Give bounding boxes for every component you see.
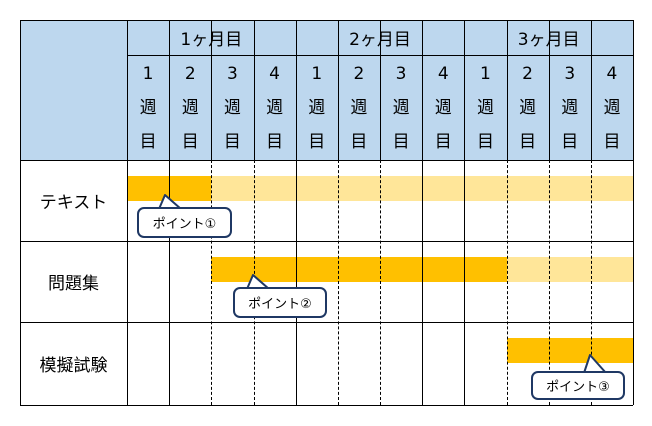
week-header-text: 2: [522, 63, 533, 84]
week-header-text: 3: [564, 63, 576, 84]
grid-line: [590, 160, 592, 405]
week-header-text: 週: [519, 97, 537, 118]
week-header-text: 2: [184, 63, 196, 84]
week-header: 4 週目: [422, 55, 464, 160]
grid-line: [633, 160, 635, 405]
week-header-text: 週: [392, 97, 410, 118]
week-header-text: 目: [139, 131, 157, 152]
week-header: 4 週目: [591, 55, 633, 160]
followup-bar: [211, 176, 634, 201]
week-header-text: 目: [350, 131, 368, 152]
grid-line: [422, 160, 424, 405]
week-header-text: 1: [311, 63, 323, 84]
grid-line: [211, 20, 213, 160]
week-header-text: 4: [606, 63, 618, 84]
grid-line: [20, 322, 633, 323]
grid-line: [295, 160, 297, 405]
week-header-text: 目: [223, 131, 241, 152]
main-bar: [211, 257, 507, 282]
grid-line: [20, 160, 633, 161]
week-header: 1 週目: [464, 55, 506, 160]
grid-line: [127, 20, 128, 160]
week-header-text: 目: [266, 131, 284, 152]
week-header-text: 目: [181, 131, 199, 152]
grid-line: [506, 20, 508, 160]
month-header: 2ヶ月目: [349, 30, 411, 50]
week-header: 1 週目: [296, 55, 338, 160]
grid-line: [380, 20, 382, 160]
week-header-text: 週: [603, 97, 621, 118]
grid-line: [169, 160, 171, 405]
grid-line: [337, 160, 339, 405]
grid-line: [337, 20, 339, 160]
week-header: 3 週目: [211, 55, 253, 160]
week-header-text: 目: [434, 131, 452, 152]
week-header-text: 1: [480, 63, 491, 84]
week-header-text: 目: [308, 131, 326, 152]
grid-line: [380, 160, 382, 405]
grid-line: [548, 160, 550, 405]
grid-line: [464, 160, 466, 405]
week-header-text: 4: [269, 63, 280, 84]
week-header-text: 2: [353, 63, 365, 84]
week-header-text: 週: [266, 97, 284, 118]
grid-line: [633, 20, 635, 160]
week-header-text: 目: [603, 131, 621, 152]
week-header-text: 目: [561, 131, 579, 152]
callout-box: ポイント②: [233, 287, 327, 318]
week-header: 3 週目: [380, 55, 422, 160]
week-header-text: 目: [476, 131, 494, 152]
grid-line: [211, 160, 213, 405]
grid-line: [127, 55, 633, 56]
week-header-text: 週: [434, 97, 452, 118]
week-header-text: 1: [142, 63, 154, 84]
grid-line: [20, 241, 633, 242]
week-header-text: 週: [139, 97, 157, 118]
main-bar: [506, 338, 634, 363]
week-header: 4 週目: [254, 55, 296, 160]
week-header-text: 目: [392, 131, 410, 152]
grid-line: [20, 20, 21, 405]
callout-box: ポイント③: [531, 371, 625, 400]
week-header-text: 3: [395, 63, 407, 84]
week-header: 3 週目: [549, 55, 591, 160]
grid-line: [422, 20, 424, 160]
week-header-text: 週: [561, 97, 579, 118]
week-header-text: 週: [223, 97, 241, 118]
grid-line: [548, 20, 550, 160]
week-header-text: 3: [226, 63, 238, 84]
grid-line: [20, 20, 633, 21]
week-header-text: 週: [308, 97, 326, 118]
header-background: [20, 20, 633, 160]
grid-line: [506, 160, 508, 405]
week-header: 2 週目: [169, 55, 211, 160]
grid-line: [127, 160, 128, 405]
task-label: 問題集: [48, 274, 99, 294]
week-header-text: 週: [350, 97, 368, 118]
week-header-text: 週: [181, 97, 199, 118]
grid-line: [464, 20, 466, 160]
grid-line: [590, 20, 592, 160]
callout-box: ポイント①: [137, 207, 232, 238]
followup-bar: [506, 257, 634, 282]
grid-line: [253, 20, 255, 160]
week-header: 1 週目: [127, 55, 169, 160]
grid-line: [20, 405, 633, 406]
week-header: 2 週目: [507, 55, 549, 160]
grid-line: [169, 20, 171, 160]
task-label: テキスト: [39, 193, 108, 213]
task-label: 模擬試験: [39, 356, 108, 376]
week-header-text: 目: [519, 131, 537, 152]
grid-line: [295, 20, 297, 160]
week-header-text: 4: [437, 63, 449, 84]
week-header: 2 週目: [338, 55, 380, 160]
week-header-text: 週: [476, 97, 494, 118]
